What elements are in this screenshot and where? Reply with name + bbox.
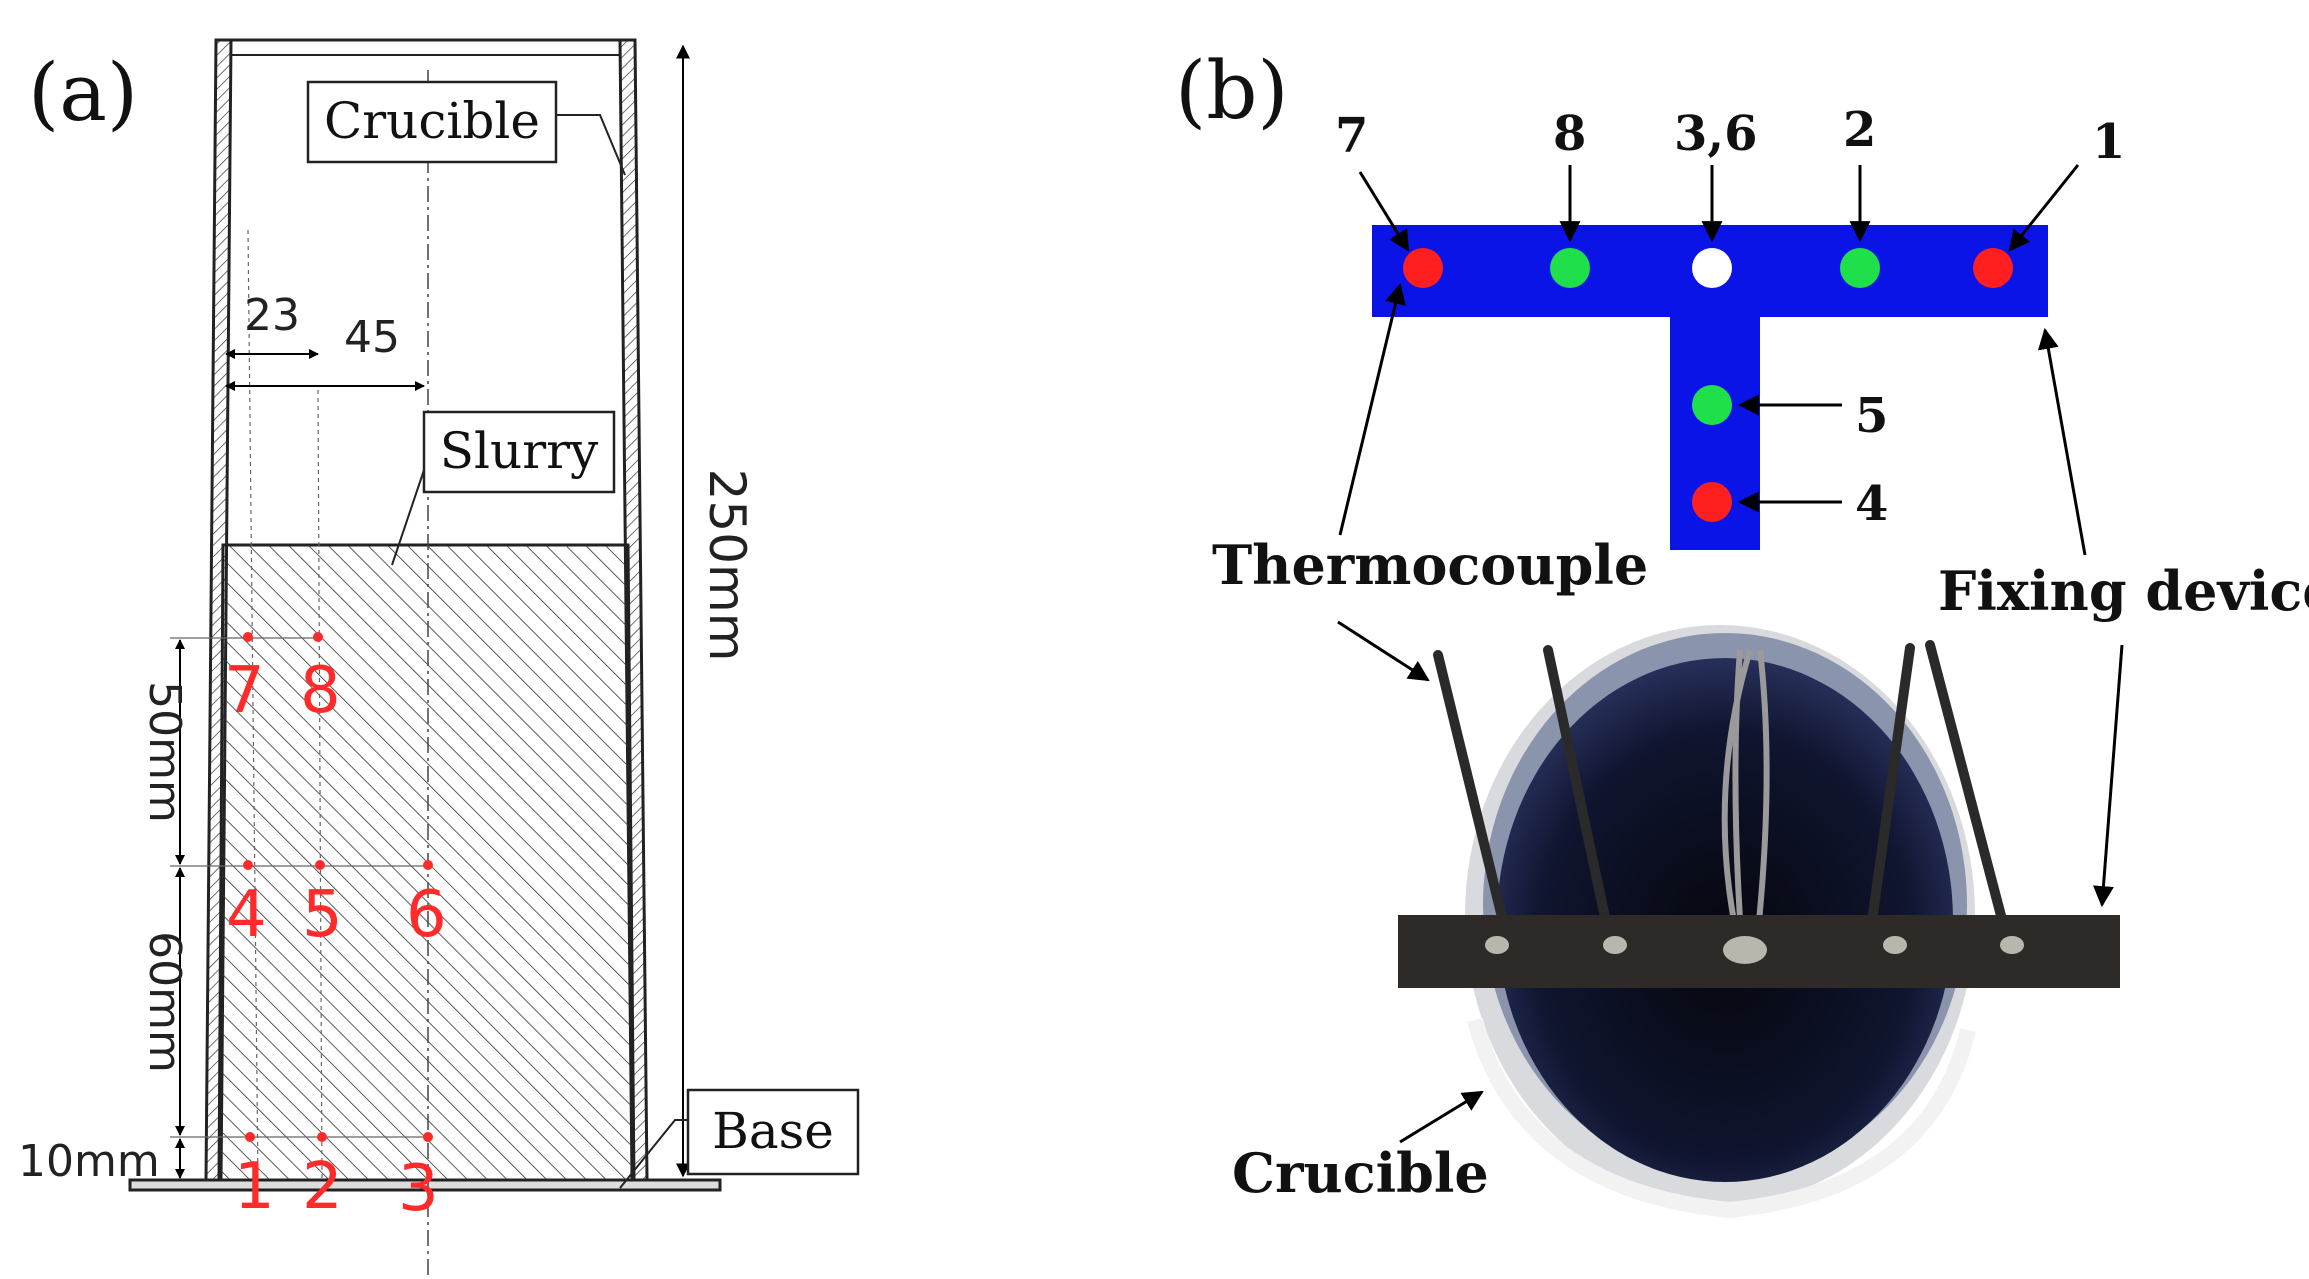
hole-number-8: 8 bbox=[1553, 106, 1586, 162]
hole-4 bbox=[1692, 482, 1732, 522]
fixing-device-annotation: Fixing device bbox=[1938, 327, 2309, 908]
point-label-1: 1 bbox=[234, 1150, 275, 1224]
panel-a-label: (a) bbox=[28, 46, 138, 139]
point-label-7: 7 bbox=[224, 654, 265, 728]
svg-text:Crucible: Crucible bbox=[1232, 1141, 1489, 1205]
svg-text:10mm: 10mm bbox=[18, 1136, 160, 1187]
svg-text:60mm: 60mm bbox=[139, 931, 190, 1073]
dim-250mm: 250mm bbox=[676, 44, 756, 1178]
point-label-6: 6 bbox=[406, 878, 447, 952]
dim-10mm: 10mm bbox=[18, 1136, 185, 1187]
hole-36 bbox=[1692, 248, 1732, 288]
hole-number-36: 3,6 bbox=[1674, 106, 1758, 162]
point-label-2: 2 bbox=[302, 1150, 343, 1224]
svg-text:250mm: 250mm bbox=[698, 469, 756, 662]
point-2-dot bbox=[317, 1132, 327, 1142]
panel-a: (a) 23 45 50mm bbox=[18, 38, 860, 1275]
hole-2 bbox=[1840, 248, 1880, 288]
svg-text:45: 45 bbox=[344, 312, 400, 363]
svg-text:Thermocouple: Thermocouple bbox=[1212, 533, 1648, 597]
svg-text:Crucible: Crucible bbox=[324, 92, 540, 150]
point-5-dot bbox=[315, 860, 325, 870]
point-labels: 7 8 4 5 6 1 2 3 bbox=[224, 654, 447, 1226]
hole-number-2: 2 bbox=[1843, 102, 1876, 158]
point-7-dot bbox=[243, 632, 253, 642]
fixing-device-schematic bbox=[1372, 225, 2048, 550]
crucible-wall bbox=[204, 38, 649, 1182]
sensor-line-2 bbox=[317, 389, 323, 1181]
point-1-dot bbox=[245, 1132, 255, 1142]
panel-b-label: (b) bbox=[1175, 44, 1289, 137]
point-8-dot bbox=[313, 632, 323, 642]
point-label-4: 4 bbox=[226, 878, 267, 952]
point-3-dot bbox=[423, 1132, 433, 1142]
dim-23: 23 bbox=[225, 290, 319, 359]
crucible-label-box: Crucible bbox=[306, 80, 626, 176]
hole-numbers: 7 8 3,6 2 1 5 4 bbox=[1335, 102, 2125, 532]
slurry-label-box: Slurry bbox=[391, 410, 616, 566]
hole-number-4: 4 bbox=[1855, 476, 1888, 532]
point-label-3: 3 bbox=[398, 1152, 439, 1226]
thermocouple-annotation: Thermocouple bbox=[1212, 282, 1648, 682]
hole-1 bbox=[1973, 248, 2013, 288]
crucible-photo bbox=[1398, 625, 2120, 1219]
point-4-dot bbox=[243, 860, 253, 870]
dim-50mm: 50mm bbox=[139, 639, 190, 865]
svg-text:Base: Base bbox=[712, 1102, 834, 1160]
hole-7 bbox=[1403, 248, 1443, 288]
sensor-line-1 bbox=[247, 229, 259, 1181]
dim-60mm: 60mm bbox=[139, 867, 190, 1136]
svg-text:Slurry: Slurry bbox=[440, 422, 599, 480]
panel-b: (b) 7 8 3,6 2 1 5 4 bbox=[1175, 44, 2309, 1219]
hole-arrows bbox=[1358, 164, 2080, 513]
measurement-points bbox=[243, 632, 433, 1142]
svg-text:Fixing device: Fixing device bbox=[1938, 559, 2309, 623]
base-plate bbox=[128, 1178, 722, 1192]
hole-5 bbox=[1692, 385, 1732, 425]
point-label-5: 5 bbox=[302, 878, 343, 952]
hole-8 bbox=[1550, 248, 1590, 288]
dim-45: 45 bbox=[225, 312, 425, 391]
point-label-8: 8 bbox=[300, 654, 341, 728]
hole-number-1: 1 bbox=[2092, 114, 2125, 170]
svg-text:50mm: 50mm bbox=[139, 681, 190, 823]
base-label-box: Base bbox=[619, 1088, 860, 1189]
hole-number-7: 7 bbox=[1335, 108, 1368, 164]
svg-text:23: 23 bbox=[244, 290, 300, 341]
crucible-photo-annotation: Crucible bbox=[1232, 1090, 1489, 1205]
point-6-dot bbox=[423, 860, 433, 870]
hole-number-5: 5 bbox=[1855, 388, 1888, 444]
